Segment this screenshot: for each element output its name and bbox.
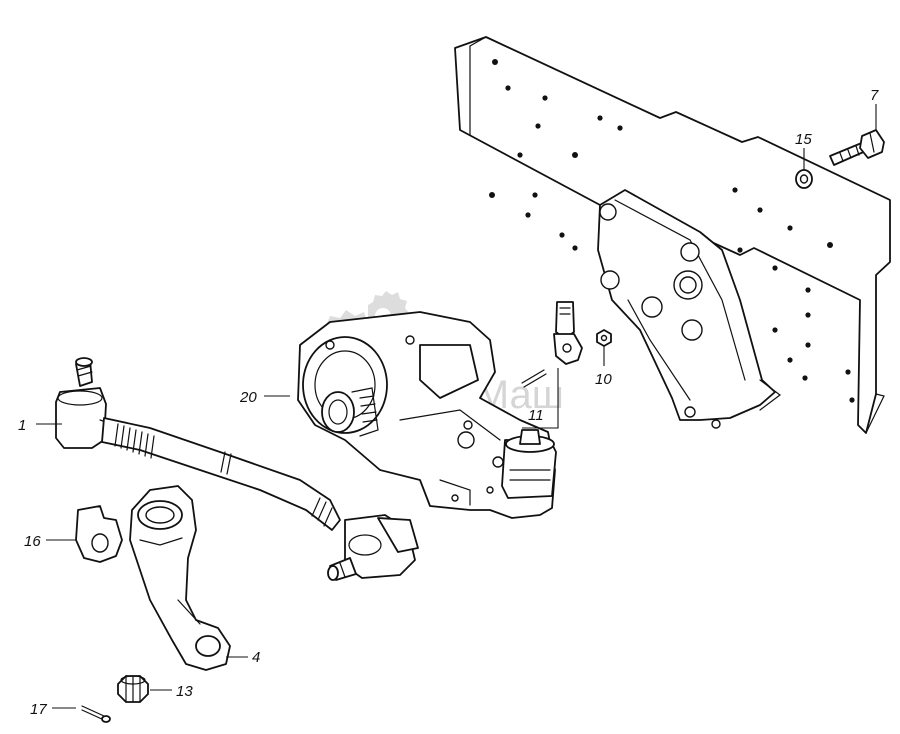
callout-16: 16 (24, 533, 41, 550)
callout-7: 7 (870, 87, 879, 104)
drag-link (55, 357, 419, 581)
callout-1: 1 (18, 417, 26, 434)
nut (596, 329, 612, 347)
callout-11: 11 (528, 407, 544, 424)
callout-4: 4 (252, 649, 260, 666)
cotter-pin (81, 705, 111, 723)
pitman-arm (129, 485, 231, 671)
leader-lines (36, 104, 877, 709)
lock-plate (75, 505, 123, 563)
callout-10: 10 (595, 371, 612, 388)
callout-17: 17 (30, 701, 47, 718)
bolt (829, 129, 885, 166)
steering-gear (297, 311, 557, 519)
clamp (521, 301, 583, 388)
castle-nut (117, 675, 149, 703)
callout-20: 20 (239, 389, 257, 406)
callout-15: 15 (795, 131, 812, 148)
bracket (597, 189, 781, 429)
callout-13: 13 (176, 683, 193, 700)
callout-labels: 1 4 7 10 11 13 15 16 17 20 (18, 87, 879, 718)
frame-holes (489, 59, 855, 403)
washer (795, 169, 813, 189)
